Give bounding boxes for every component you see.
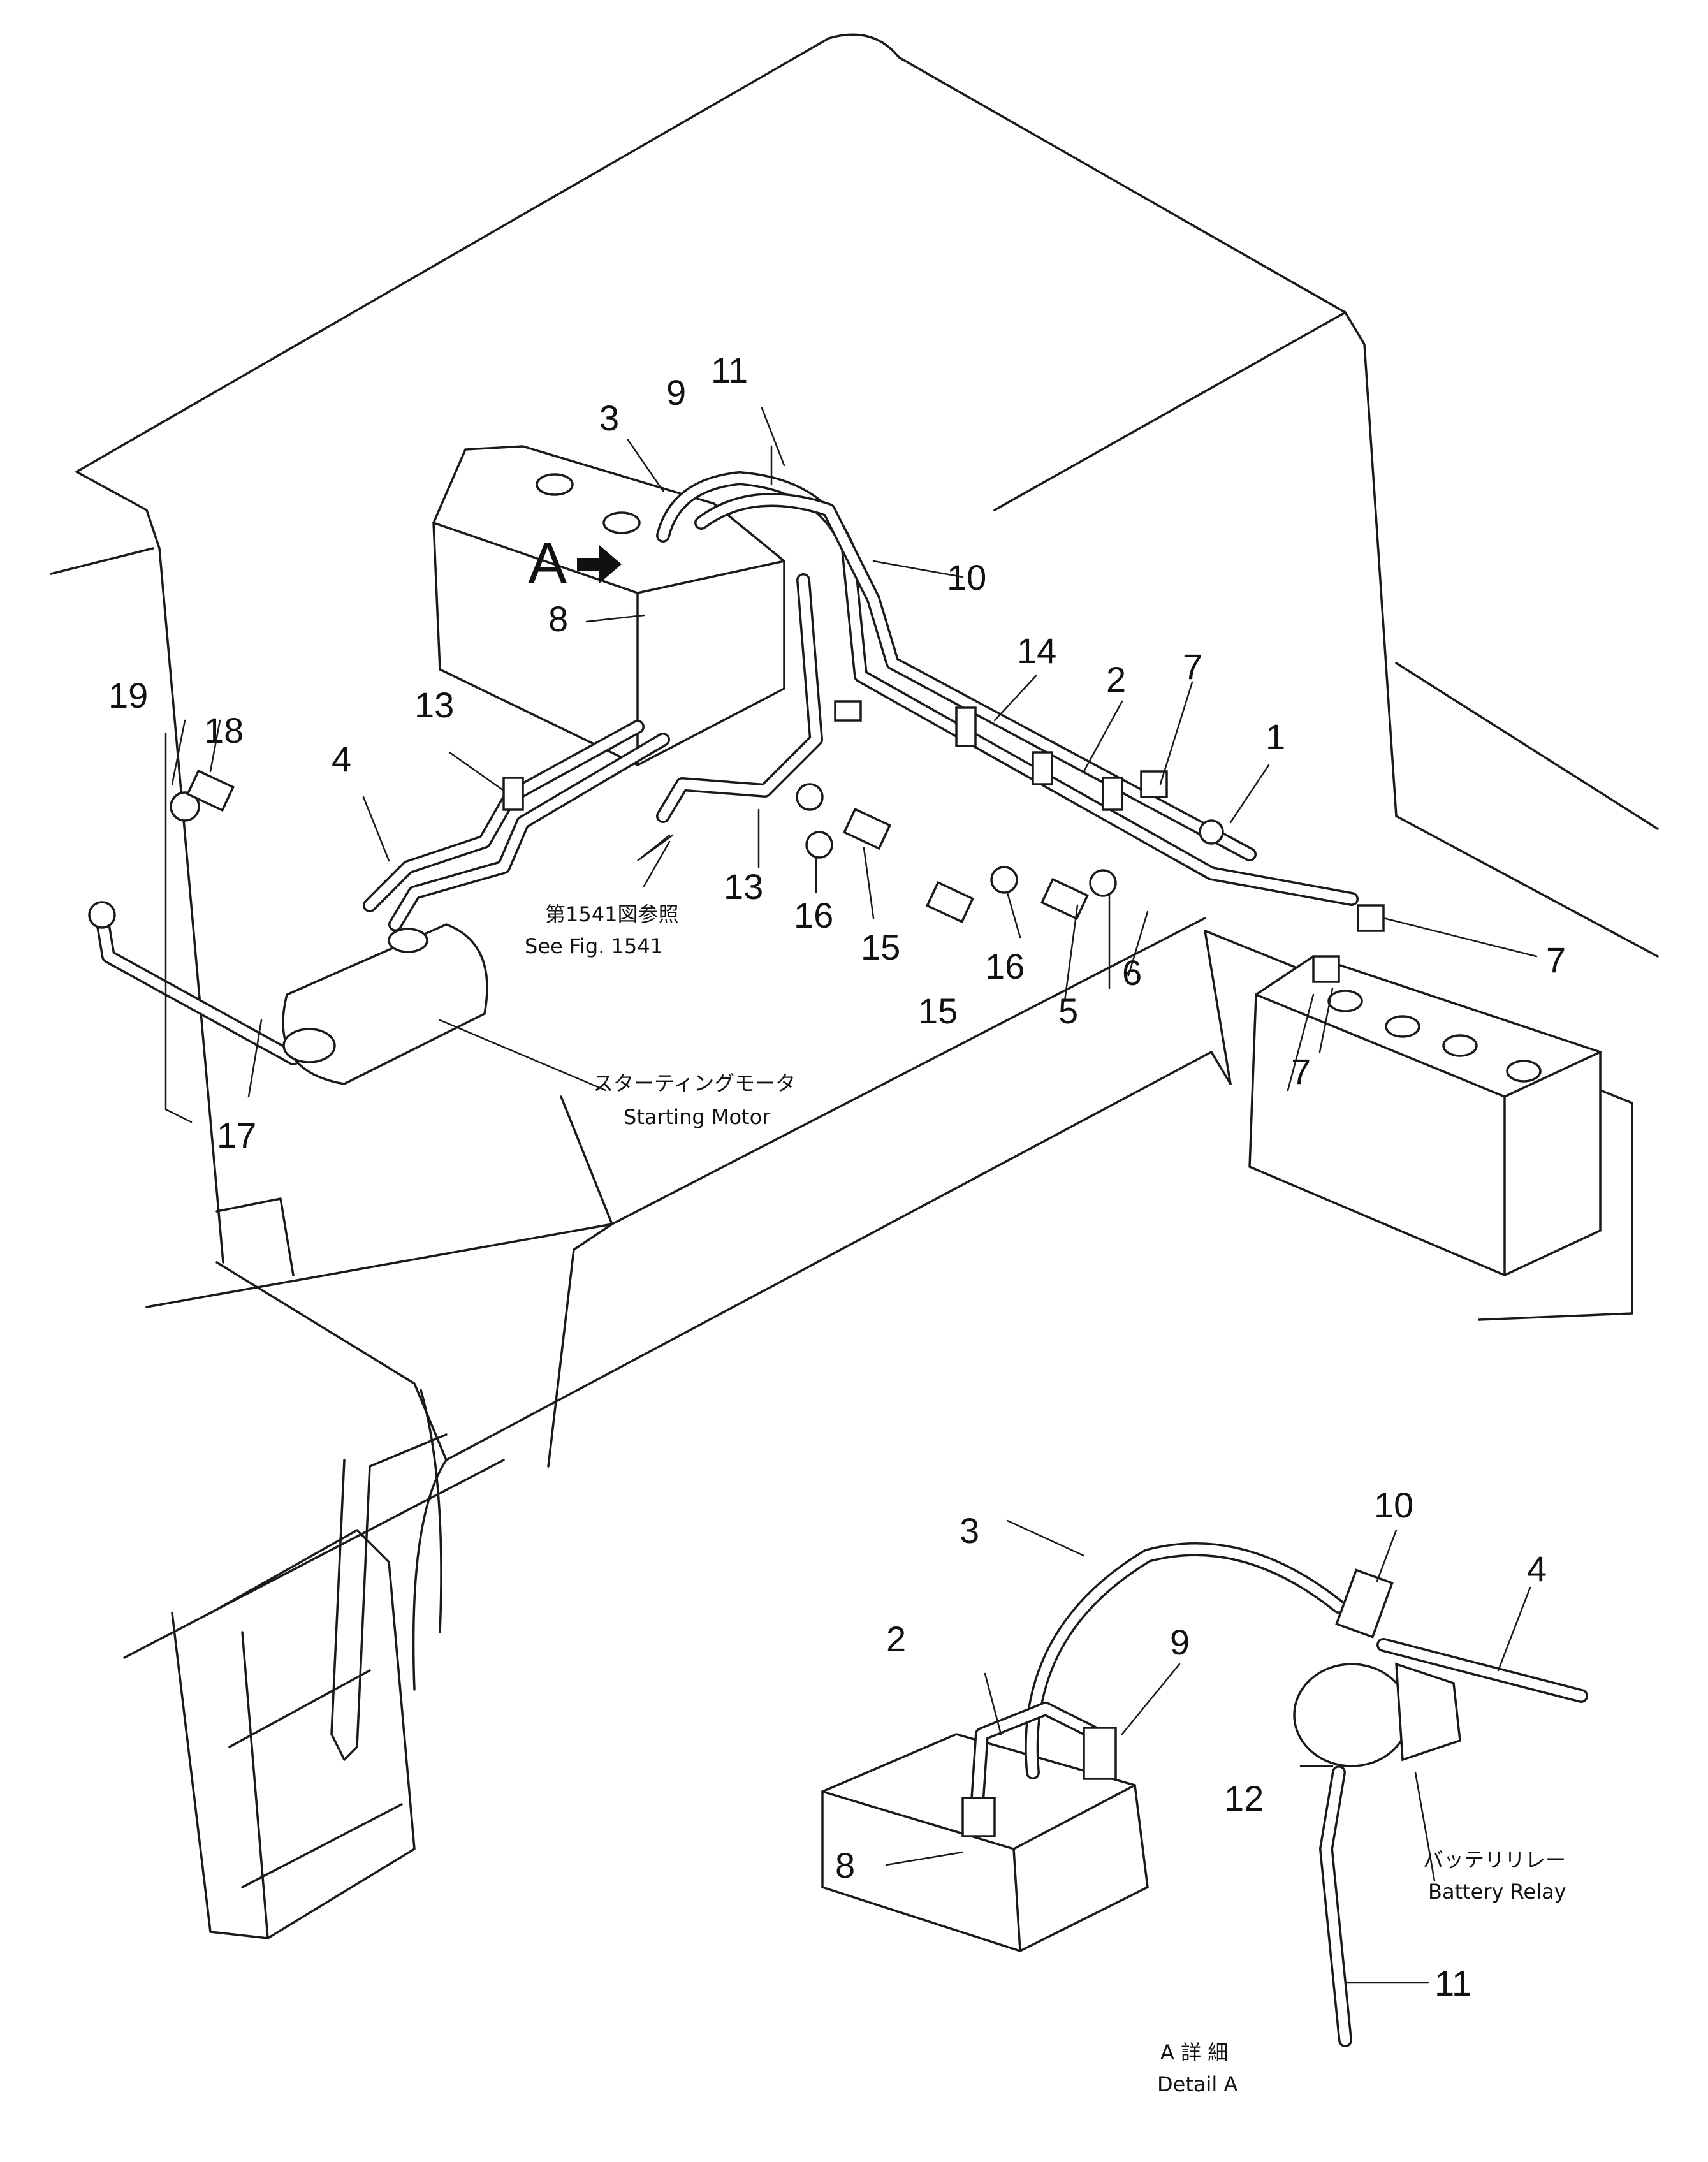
- see-fig-ref-jp: 第1541図参照: [545, 902, 678, 926]
- starting-motor: [88, 901, 488, 1085]
- see-fig-ref-en: See Fig. 1541: [525, 934, 663, 958]
- detail-callout-2: 2: [886, 1619, 906, 1659]
- diagram-labels: A 第1541図参照 See Fig. 1541 スターティングモータ Star…: [525, 531, 1566, 2096]
- detail-callout-12: 12: [1224, 1778, 1264, 1818]
- main-battery-upper: [432, 445, 785, 766]
- callout-7-top: 7: [1183, 646, 1202, 687]
- callout-3: 3: [599, 398, 619, 438]
- starting-motor-label-en: Starting Motor: [624, 1105, 771, 1129]
- callout-2: 2: [1106, 659, 1126, 699]
- detail-callout-3: 3: [960, 1510, 979, 1551]
- callout-13-left: 13: [414, 685, 454, 725]
- callout-1: 1: [1266, 717, 1285, 757]
- callout-7-bottom: 7: [1291, 1051, 1311, 1092]
- callout-16-middle: 16: [794, 895, 833, 935]
- callout-17: 17: [217, 1115, 256, 1155]
- callout-15-lower: 15: [918, 991, 958, 1031]
- callout-9: 9: [666, 372, 686, 413]
- detail-callout-numbers: 2 3 4 8 9 10 11 12: [835, 1485, 1547, 2003]
- view-arrow-icon: [577, 545, 622, 583]
- callout-8: 8: [548, 599, 568, 639]
- leader-lines: [164, 407, 1538, 1123]
- callout-5: 5: [1058, 991, 1078, 1031]
- battery-relay-label-en: Battery Relay: [1428, 1880, 1566, 1904]
- detail-callout-8: 8: [835, 1845, 855, 1885]
- callout-18: 18: [204, 710, 244, 750]
- view-marker-a: A: [528, 531, 567, 596]
- machine-body-outline: [50, 33, 1659, 1939]
- detail-a-label-en: Detail A: [1157, 2072, 1237, 2096]
- callout-14: 14: [1017, 631, 1056, 671]
- callout-13-bottom: 13: [724, 866, 763, 907]
- detail-callout-4: 4: [1527, 1549, 1547, 1589]
- clamps-and-fittings: [170, 545, 1385, 983]
- detail-callout-9: 9: [1170, 1622, 1190, 1662]
- detail-callout-10: 10: [1374, 1485, 1413, 1525]
- battery-cables: [95, 471, 1359, 1065]
- detail-a-label-jp: A 詳 細: [1160, 2040, 1228, 2064]
- callout-numbers: 1 2 3 4 5 6 7 7 7 8 9 10 11 13 13 14 15 …: [108, 350, 1566, 1155]
- callout-19: 19: [108, 675, 148, 715]
- main-battery-lower: [1248, 955, 1602, 1276]
- callout-10: 10: [947, 557, 986, 597]
- callout-7-right: 7: [1546, 940, 1566, 980]
- battery-relay-label-jp: バッテリリレー: [1423, 1848, 1566, 1872]
- callout-16-lower: 16: [985, 946, 1025, 986]
- callout-15-middle: 15: [861, 927, 900, 967]
- detail-a-drawing: [821, 1519, 1588, 2047]
- callout-4: 4: [332, 739, 351, 779]
- callout-6: 6: [1122, 953, 1142, 993]
- starting-motor-label-jp: スターティングモータ: [593, 1071, 796, 1095]
- detail-callout-11: 11: [1434, 1963, 1471, 2003]
- callout-11: 11: [711, 350, 748, 390]
